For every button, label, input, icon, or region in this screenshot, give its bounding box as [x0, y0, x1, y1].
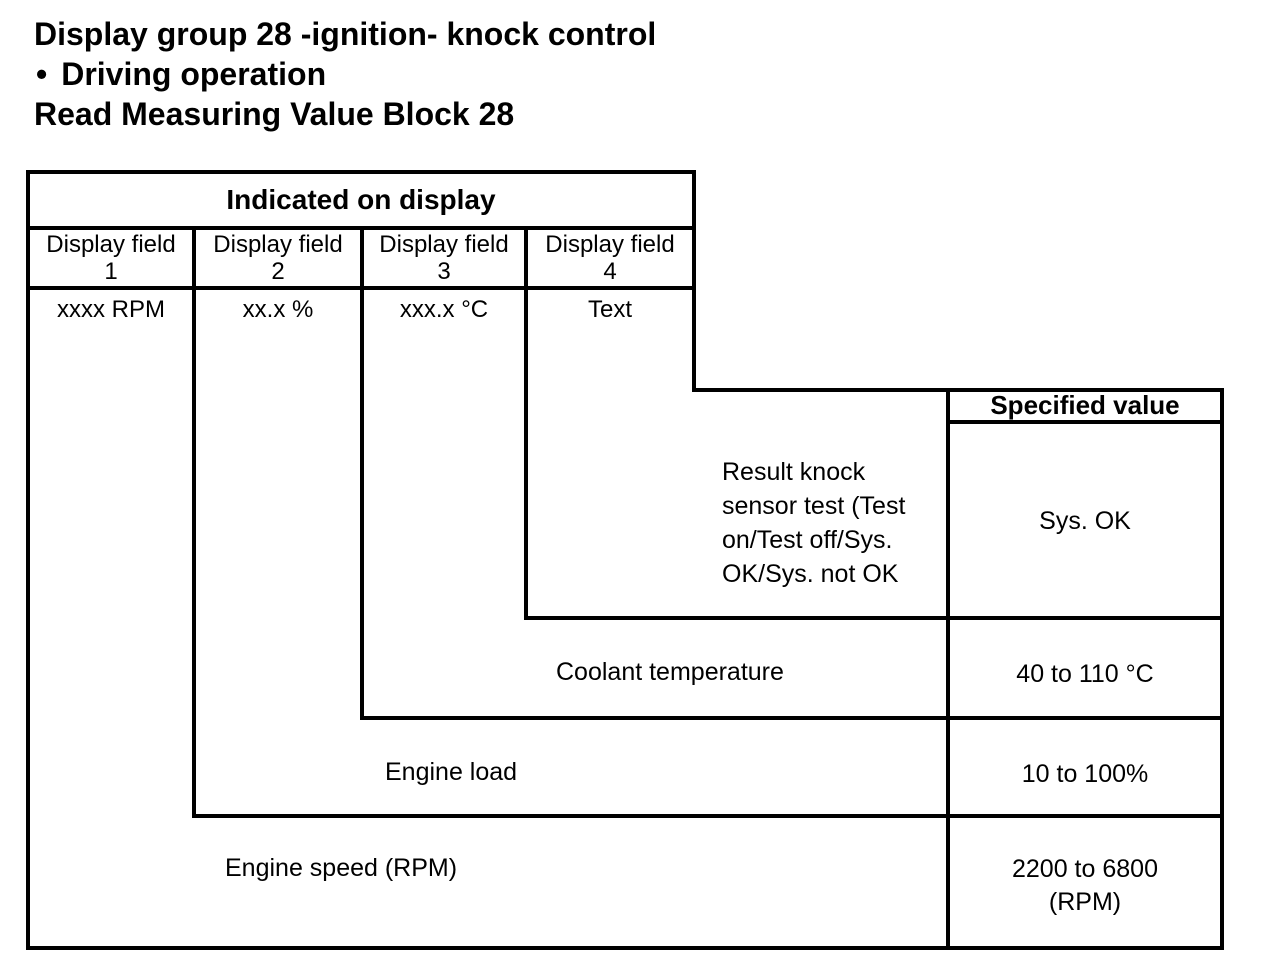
- field-header-4: Display field 4: [545, 231, 675, 285]
- row4-description: Engine speed (RPM): [225, 854, 458, 882]
- border-row1-bottom: [524, 616, 1224, 620]
- border-specified-top: [692, 388, 1224, 392]
- row1-specified-value: Sys. OK: [1039, 507, 1131, 535]
- row2-description: Coolant temperature: [556, 658, 784, 686]
- field-header-1: Display field 1: [46, 231, 176, 285]
- row3-specified-value: 10 to 100%: [1021, 760, 1149, 788]
- field-format-3: xxx.x °C: [399, 296, 489, 323]
- subtitle: Driving operation: [61, 56, 327, 92]
- border-table-bottom: [26, 946, 1224, 950]
- instruction-line: Read Measuring Value Block 28: [34, 96, 515, 132]
- border-col3-divider: [524, 226, 528, 620]
- row3-description: Engine load: [385, 758, 518, 786]
- field-format-2: xx.x %: [242, 296, 314, 323]
- border-col4-right: [692, 170, 696, 392]
- border-row3-bottom: [192, 814, 1224, 818]
- row1-description: Result knock sensor test (Test on/Test o…: [722, 458, 906, 588]
- field-format-4: Text: [587, 296, 632, 323]
- border-under-specified-header: [946, 420, 1224, 424]
- border-col2-divider: [360, 226, 364, 720]
- border-specified-left: [946, 388, 950, 950]
- bullet-icon: •: [36, 56, 48, 92]
- row4-specified-value: 2200 to 6800 (RPM): [1012, 855, 1158, 916]
- field-header-3: Display field 3: [379, 231, 509, 285]
- subtitle-row: • Driving operation: [36, 56, 326, 93]
- border-right-edge: [1220, 388, 1224, 950]
- field-header-2: Display field 2: [213, 231, 343, 285]
- specified-value-header: Specified value: [990, 389, 1180, 420]
- row2-specified-value: 40 to 110 °C: [1016, 660, 1154, 688]
- border-col1-divider: [192, 226, 196, 818]
- border-row2-bottom: [360, 716, 1224, 720]
- field-format-1: xxxx RPM: [57, 296, 165, 323]
- indicated-on-display-header: Indicated on display: [226, 184, 496, 215]
- border-table-top: [26, 170, 696, 174]
- border-left-edge: [26, 170, 30, 950]
- page-title: Display group 28 -ignition- knock contro…: [34, 16, 657, 52]
